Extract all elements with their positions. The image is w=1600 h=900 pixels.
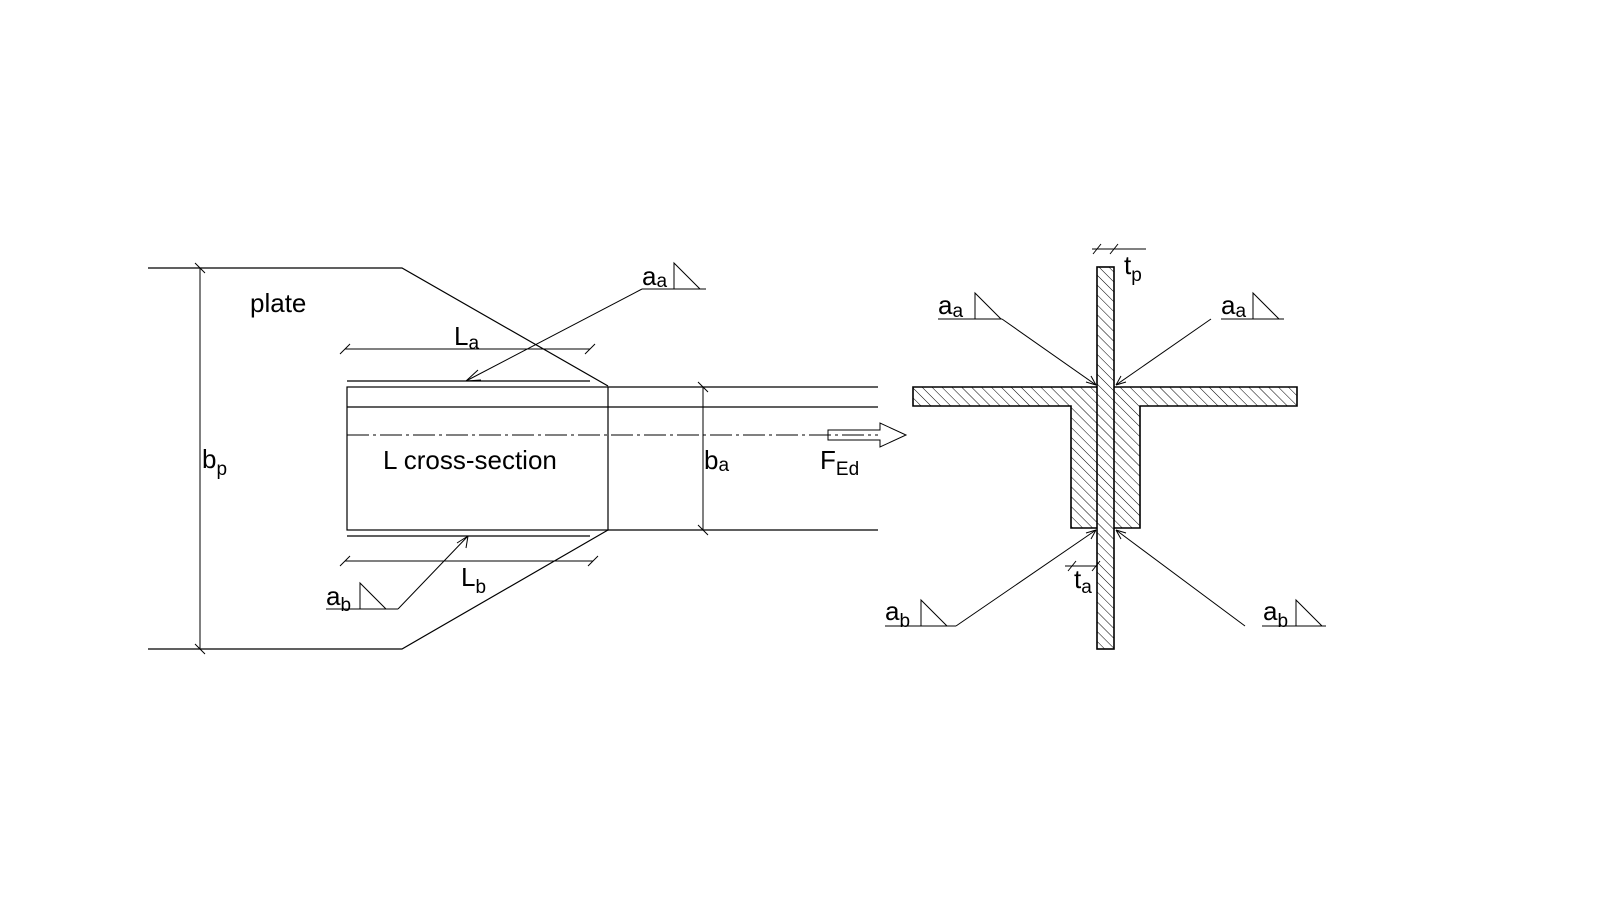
aa-label-left: aa: [938, 290, 963, 322]
weld-symbol-aa-left: [465, 261, 706, 382]
ab-label-left: ab: [885, 596, 910, 632]
aa-leader: [1115, 318, 1212, 386]
Lb-tick-left: [339, 555, 351, 567]
aa-arrowhead: [465, 369, 482, 382]
La-tick-right: [584, 343, 596, 355]
aa-label: aa: [642, 261, 667, 292]
gusset-plate-section: [1096, 266, 1115, 650]
ba-label: ba: [704, 445, 729, 476]
tp-tick-right: [1109, 243, 1119, 255]
plan-view: plate L cross-section La Lb bp ba FEd aa…: [148, 261, 908, 655]
aa-arrowhead: [1085, 375, 1097, 386]
plate-label: plate: [250, 288, 306, 318]
Lb-label: Lb: [461, 562, 486, 598]
fillet-weld-icon: [1252, 291, 1280, 320]
angle-member: [346, 386, 878, 531]
fillet-weld-icon: [359, 581, 387, 610]
ab-leader: [397, 535, 469, 610]
weld-symbol-aa-section-right: [1115, 291, 1284, 386]
tp-label: tp: [1124, 250, 1142, 286]
La-tick-left: [339, 343, 351, 355]
force-arrow: [827, 422, 908, 448]
Lb-tick-right: [587, 555, 599, 567]
aa-leader: [465, 288, 643, 382]
ta-label: ta: [1074, 564, 1092, 598]
ab-arrowhead: [1085, 529, 1097, 540]
ab-leader: [955, 529, 1097, 627]
fillet-weld-icon: [920, 598, 948, 627]
fillet-weld-icon: [1295, 598, 1323, 627]
bp-label: bp: [202, 444, 227, 480]
angle-end-box: [346, 386, 609, 531]
ba-tick-bottom: [697, 524, 709, 536]
bp-tick-top: [194, 262, 206, 274]
FEd-label: FEd: [820, 445, 859, 480]
bp-tick-bottom: [194, 643, 206, 655]
ab-arrowhead: [1115, 529, 1127, 540]
ab-arrowhead: [456, 535, 469, 549]
weld-symbol-aa-section-left: [938, 291, 1097, 386]
section-label: L cross-section: [383, 445, 557, 475]
ta-tick-left: [1067, 560, 1077, 572]
plate-outline: [148, 267, 609, 650]
ba-tick-top: [697, 381, 709, 393]
aa-leader: [1001, 318, 1097, 386]
fillet-weld-icon: [673, 261, 701, 290]
fillet-weld-icon: [974, 291, 1002, 320]
weld-symbol-ab-left: [326, 535, 469, 610]
La-label: La: [454, 321, 479, 354]
aa-arrowhead: [1115, 375, 1127, 386]
weld-symbol-ab-section-right: [1115, 529, 1326, 627]
section-view: tp ta aa aa ab ab: [885, 243, 1326, 650]
weld-symbol-ab-section-left: [885, 529, 1097, 627]
ab-leader: [1115, 529, 1246, 627]
tp-tick-left: [1092, 243, 1102, 255]
ab-label: ab: [326, 581, 351, 616]
ab-label-right: ab: [1263, 596, 1288, 632]
ta-tick-right: [1091, 560, 1101, 572]
aa-label-right: aa: [1221, 290, 1246, 322]
